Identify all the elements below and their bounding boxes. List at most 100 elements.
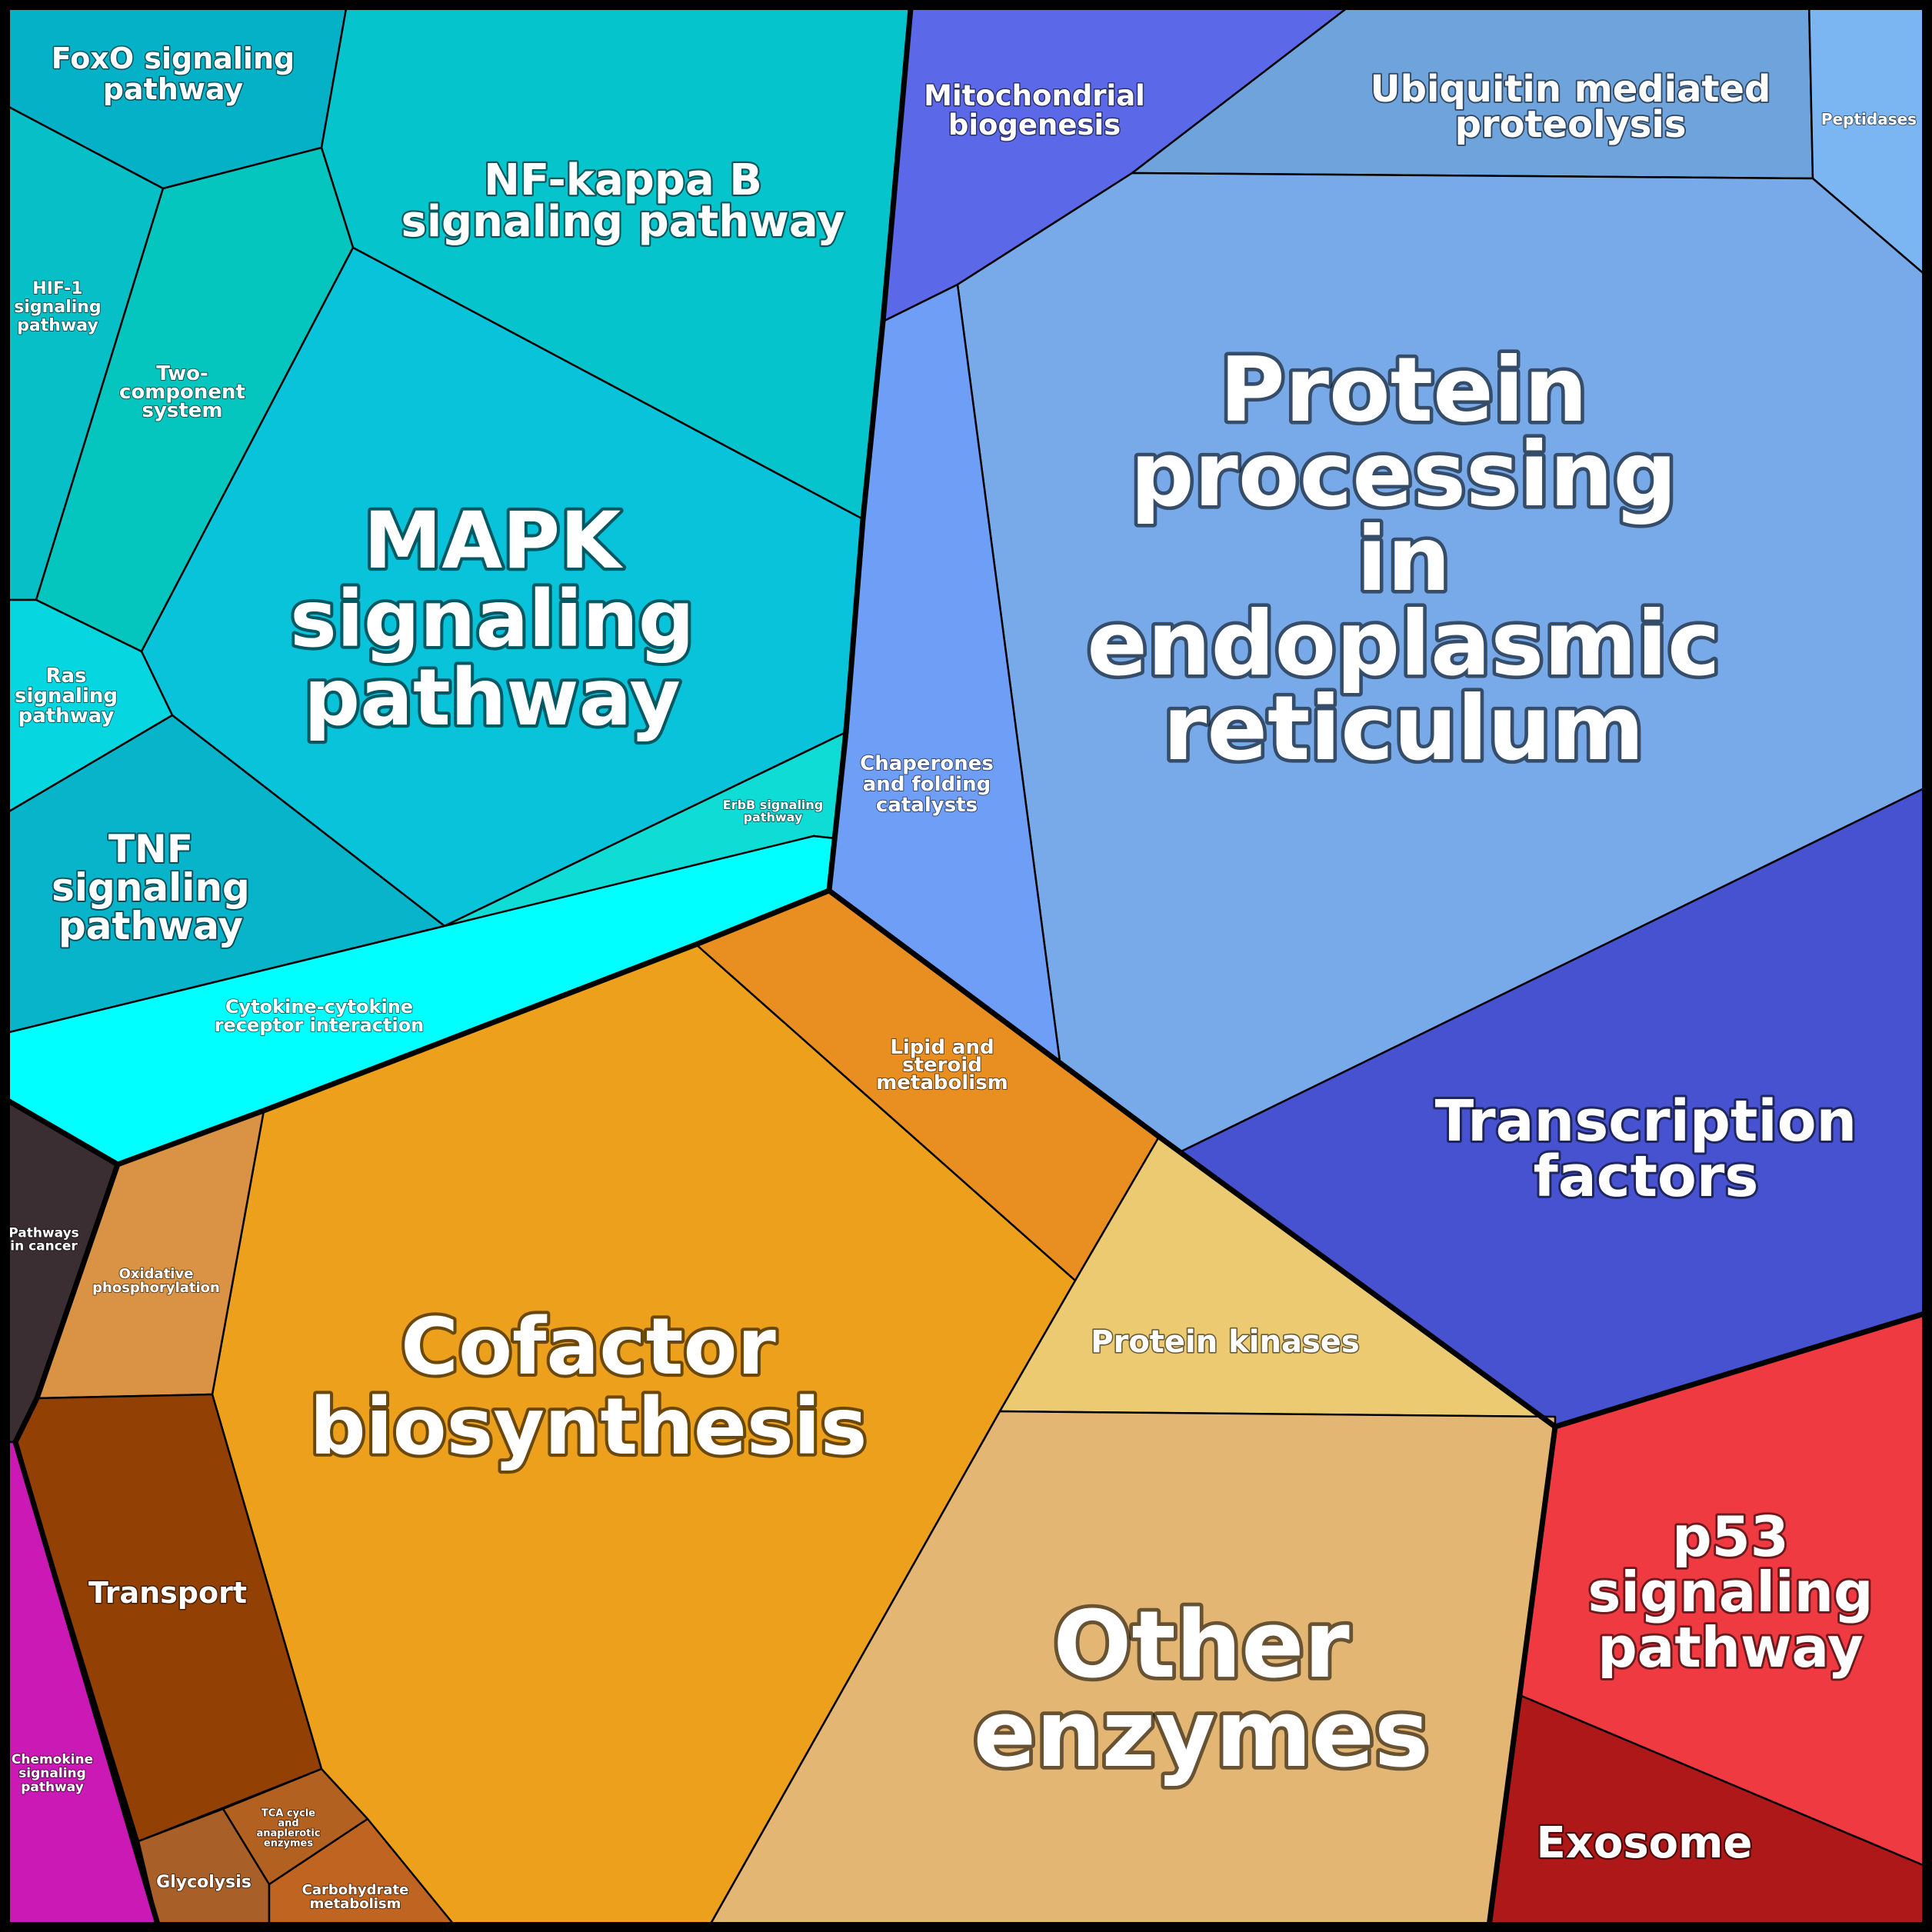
glycolysis-label: Glycolysis bbox=[156, 1873, 251, 1892]
exosome-label-line: Exosome bbox=[1537, 1818, 1753, 1868]
mapk-signaling-pathway-label-line: MAPK bbox=[364, 495, 624, 587]
cytokine-cytokine-receptor-interaction-label-line: receptor interaction bbox=[215, 1014, 425, 1036]
protein-processing-in-endoplasmic-reticulum-label-line: in bbox=[1357, 508, 1451, 611]
cytokine-cytokine-receptor-interaction-label-line: Cytokine-cytokine bbox=[225, 996, 413, 1018]
transport-label: Transport bbox=[88, 1576, 247, 1610]
tnf-signaling-pathway-label-line: signaling bbox=[52, 865, 250, 910]
two-component-system-label-line: Two- bbox=[156, 362, 208, 385]
foxo-signaling-pathway-label-line: FoxO signaling bbox=[52, 42, 295, 75]
protein-processing-in-endoplasmic-reticulum-label-line: endoplasmic bbox=[1087, 592, 1720, 696]
carbohydrate-metabolism-label-line: metabolism bbox=[310, 1896, 401, 1912]
hif-1-signaling-pathway-label-line: signaling bbox=[14, 298, 101, 317]
category-border bbox=[12, 1163, 163, 1932]
mapk-signaling-pathway-label-line: pathway bbox=[304, 652, 681, 744]
two-component-system-label-line: component bbox=[119, 381, 245, 404]
lipid-and-steroid-metabolism-label-line: Lipid and bbox=[890, 1036, 994, 1059]
carbohydrate-metabolism-cell[interactable] bbox=[268, 1817, 461, 1932]
carbohydrate-metabolism-label-line: Carbohydrate bbox=[302, 1882, 409, 1898]
tca-cycle-and-anaplerotic-enzymes-label-line: enzymes bbox=[264, 1837, 313, 1849]
lipid-and-steroid-metabolism-label-line: steroid bbox=[902, 1054, 982, 1077]
ras-signaling-pathway-label-line: pathway bbox=[18, 705, 115, 728]
ras-signaling-pathway-label-line: Ras bbox=[45, 665, 86, 688]
mitochondrial-biogenesis-label-line: Mitochondrial bbox=[924, 79, 1145, 112]
peptidases-label-line: Peptidases bbox=[1821, 110, 1917, 128]
chemokine-signaling-pathway-label-line: pathway bbox=[21, 1780, 84, 1795]
ubiquitin-mediated-proteolysis-label-line: proteolysis bbox=[1455, 103, 1687, 146]
tca-cycle-and-anaplerotic-enzymes-label-line: and bbox=[278, 1817, 298, 1829]
nf-kappa-b-signaling-pathway-label-line: NF-kappa B bbox=[484, 155, 762, 205]
cofactor-biosynthesis-label-line: biosynthesis bbox=[310, 1381, 868, 1473]
cofactor-biosynthesis-label-line: Cofactor bbox=[401, 1301, 776, 1393]
p53-signaling-pathway-label-line: pathway bbox=[1597, 1615, 1864, 1680]
transport-label-line: Transport bbox=[88, 1576, 247, 1610]
protein-processing-in-endoplasmic-reticulum-label-line: processing bbox=[1131, 423, 1677, 527]
p53-signaling-pathway-label-line: p53 bbox=[1672, 1504, 1789, 1569]
chaperones-and-folding-catalysts-label-line: and folding bbox=[863, 773, 991, 796]
peptidases-cell[interactable] bbox=[1807, 0, 1932, 282]
exosome-label: Exosome bbox=[1537, 1818, 1753, 1868]
glycolysis-label-line: Glycolysis bbox=[156, 1873, 251, 1892]
ras-signaling-pathway-label-line: signaling bbox=[15, 685, 118, 708]
transcription-factors-label-line: factors bbox=[1534, 1144, 1759, 1210]
chemokine-signaling-pathway-cell[interactable] bbox=[0, 1441, 162, 1932]
chemokine-signaling-pathway-label-line: Chemokine bbox=[12, 1752, 93, 1767]
nf-kappa-b-signaling-pathway-label-line: signaling pathway bbox=[401, 197, 845, 247]
other-enzymes-label-line: Other bbox=[1053, 1592, 1349, 1699]
chemokine-signaling-pathway-label-line: signaling bbox=[18, 1766, 86, 1781]
protein-processing-in-endoplasmic-reticulum-label-line: reticulum bbox=[1163, 677, 1644, 781]
category-border bbox=[826, 0, 914, 891]
protein-processing-in-endoplasmic-reticulum-label-line: Protein bbox=[1220, 338, 1587, 442]
protein-kinases-label: Protein kinases bbox=[1091, 1324, 1359, 1360]
p53-signaling-pathway-label-line: signaling bbox=[1587, 1560, 1873, 1624]
protein-kinases-label-line: Protein kinases bbox=[1091, 1324, 1359, 1360]
lipid-and-steroid-metabolism-label-line: metabolism bbox=[876, 1071, 1008, 1094]
tca-cycle-and-anaplerotic-enzymes-label-line: anaplerotic bbox=[256, 1827, 320, 1839]
pathways-in-cancer-label-line: in cancer bbox=[10, 1239, 78, 1254]
ubiquitin-mediated-proteolysis-label-line: Ubiquitin mediated bbox=[1371, 68, 1771, 111]
hif-1-signaling-pathway-label-line: HIF-1 bbox=[32, 279, 82, 298]
mitochondrial-biogenesis-label-line: biogenesis bbox=[948, 108, 1121, 142]
pathways-in-cancer-label-line: Pathways bbox=[8, 1226, 79, 1241]
oxidative-phosphorylation-label-line: Oxidative bbox=[119, 1266, 194, 1282]
peptidases-label: Peptidases bbox=[1821, 110, 1917, 128]
mapk-signaling-pathway-label-line: signaling bbox=[290, 574, 695, 665]
chaperones-and-folding-catalysts-label-line: Chaperones bbox=[860, 752, 994, 775]
category-border bbox=[827, 888, 1932, 1430]
category-border bbox=[0, 888, 831, 1168]
hif-1-signaling-pathway-label-line: pathway bbox=[17, 316, 98, 335]
ras-signaling-pathway-cell[interactable] bbox=[0, 598, 174, 818]
oxidative-phosphorylation-label-line: phosphorylation bbox=[92, 1280, 220, 1296]
tnf-signaling-pathway-label-line: TNF bbox=[108, 827, 193, 871]
category-border bbox=[1485, 1426, 1558, 1932]
two-component-system-label-line: system bbox=[142, 399, 222, 422]
erbb-signaling-pathway-label-line: pathway bbox=[744, 810, 803, 824]
tca-cycle-and-anaplerotic-enzymes-label-line: TCA cycle bbox=[261, 1807, 315, 1819]
